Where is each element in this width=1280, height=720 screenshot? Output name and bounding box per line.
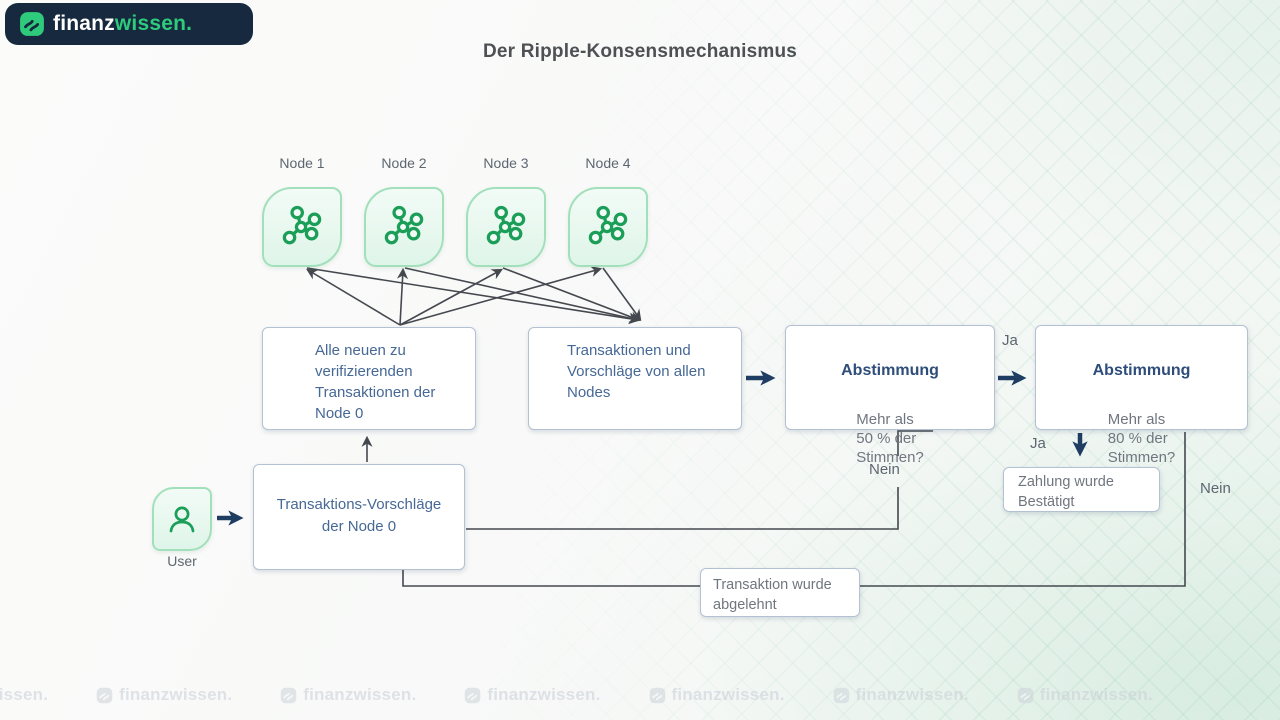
user-box: [152, 487, 212, 551]
page-title: Der Ripple-Konsensmechanismus: [482, 41, 798, 62]
box-abstimmung-80: Abstimmung Mehr als 80 % der Stimmen?: [1035, 325, 1248, 466]
box-transaktionen-vorschlaege-aller-nodes: Transaktionen und Vorschläge von allen N…: [528, 327, 742, 430]
watermark-item: finanzwissen.: [833, 685, 969, 705]
finanzwissen-watermark-icon: [464, 687, 481, 704]
finanzwissen-watermark-icon: [1017, 687, 1034, 704]
node4-label: Node 4: [585, 155, 631, 171]
network-icon: [585, 204, 631, 250]
abstimmung-50-title: Abstimmung: [841, 362, 939, 379]
node3-label: Node 3: [483, 155, 529, 171]
watermark-text: finanzwissen.: [487, 685, 601, 704]
node1-box: [262, 187, 342, 267]
box-alle-neuen: Alle neuen zu verifizierenden Transaktio…: [262, 327, 476, 430]
user-label: User: [167, 553, 197, 569]
network-icon: [381, 204, 427, 250]
watermark-item: finanzwissen.: [96, 685, 232, 705]
ja-label-down: Ja: [1030, 435, 1046, 452]
nein-label-right: Nein: [1200, 480, 1231, 497]
brand-badge: finanzwissen.: [5, 3, 253, 45]
nein-label-left: Nein: [869, 461, 900, 478]
abstimmung-50-question: Mehr als 50 % der Stimmen?: [856, 411, 924, 466]
watermark-row: finanzwissen. finanzwissen. finanzwissen…: [0, 684, 1192, 706]
watermark-text: finanzwissen.: [1039, 685, 1153, 704]
finanzwissen-watermark-icon: [96, 687, 113, 704]
watermark-text: finanzwissen.: [303, 685, 417, 704]
node1-label: Node 1: [279, 155, 325, 171]
box-abstimmung-50: Abstimmung Mehr als 50 % der Stimmen?: [785, 325, 995, 466]
node2-box: [364, 187, 444, 267]
watermark-text: finanzwissen.: [671, 685, 785, 704]
finanzwissen-logo-icon: [19, 11, 45, 37]
watermark-item: finanzwissen.: [649, 685, 785, 705]
box-transaktion-abgelehnt: Transaktion wurde abgelehnt: [700, 568, 860, 617]
network-icon: [279, 204, 325, 250]
node3-box: [466, 187, 546, 267]
brand-wordmark: finanzwissen.: [53, 12, 193, 35]
watermark-item: finanzwissen.: [280, 685, 416, 705]
abstimmung-80-title: Abstimmung: [1092, 362, 1191, 379]
watermark-item: finanzwissen.: [1017, 685, 1153, 705]
watermark-text: finanzwissen.: [0, 685, 49, 704]
watermark-text: finanzwissen.: [119, 685, 233, 704]
box-zahlung-bestaetigt: Zahlung wurde Bestätigt: [1003, 467, 1160, 512]
network-icon: [483, 204, 529, 250]
ja-label-between-votes: Ja: [1002, 332, 1018, 349]
finanzwissen-watermark-icon: [280, 687, 297, 704]
node4-box: [568, 187, 648, 267]
box-transaktions-vorschlaege-node0: Transaktions-Vorschläge der Node 0: [253, 464, 465, 570]
finanzwissen-watermark-icon: [833, 687, 850, 704]
watermark-item: finanzwissen.: [0, 685, 48, 705]
watermark-text: finanzwissen.: [855, 685, 969, 704]
node2-label: Node 2: [381, 155, 427, 171]
finanzwissen-watermark-icon: [649, 687, 666, 704]
user-icon: [164, 501, 200, 537]
abstimmung-80-question: Mehr als 80 % der Stimmen?: [1107, 411, 1176, 466]
watermark-item: finanzwissen.: [464, 685, 600, 705]
